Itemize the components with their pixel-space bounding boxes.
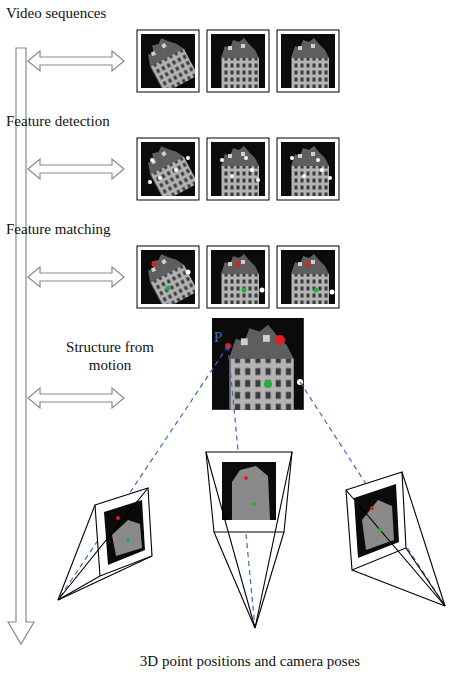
- camera-frustums: [58, 452, 445, 628]
- matching-frames: [137, 246, 339, 309]
- stage-heading: Feature matching: [6, 220, 111, 238]
- video-frames: [137, 30, 339, 93]
- caption-text: 3D point positions and camera poses: [140, 652, 360, 670]
- detection-frames: [137, 138, 339, 201]
- stage-heading: Feature detection: [6, 112, 110, 130]
- structure-view: [212, 318, 304, 410]
- flow-arrow: [8, 48, 34, 644]
- stage-heading: Structure from motion: [62, 338, 158, 374]
- projection-rays: [58, 346, 445, 628]
- stage-heading: Video sequences: [6, 4, 106, 22]
- point-label: P: [214, 328, 222, 346]
